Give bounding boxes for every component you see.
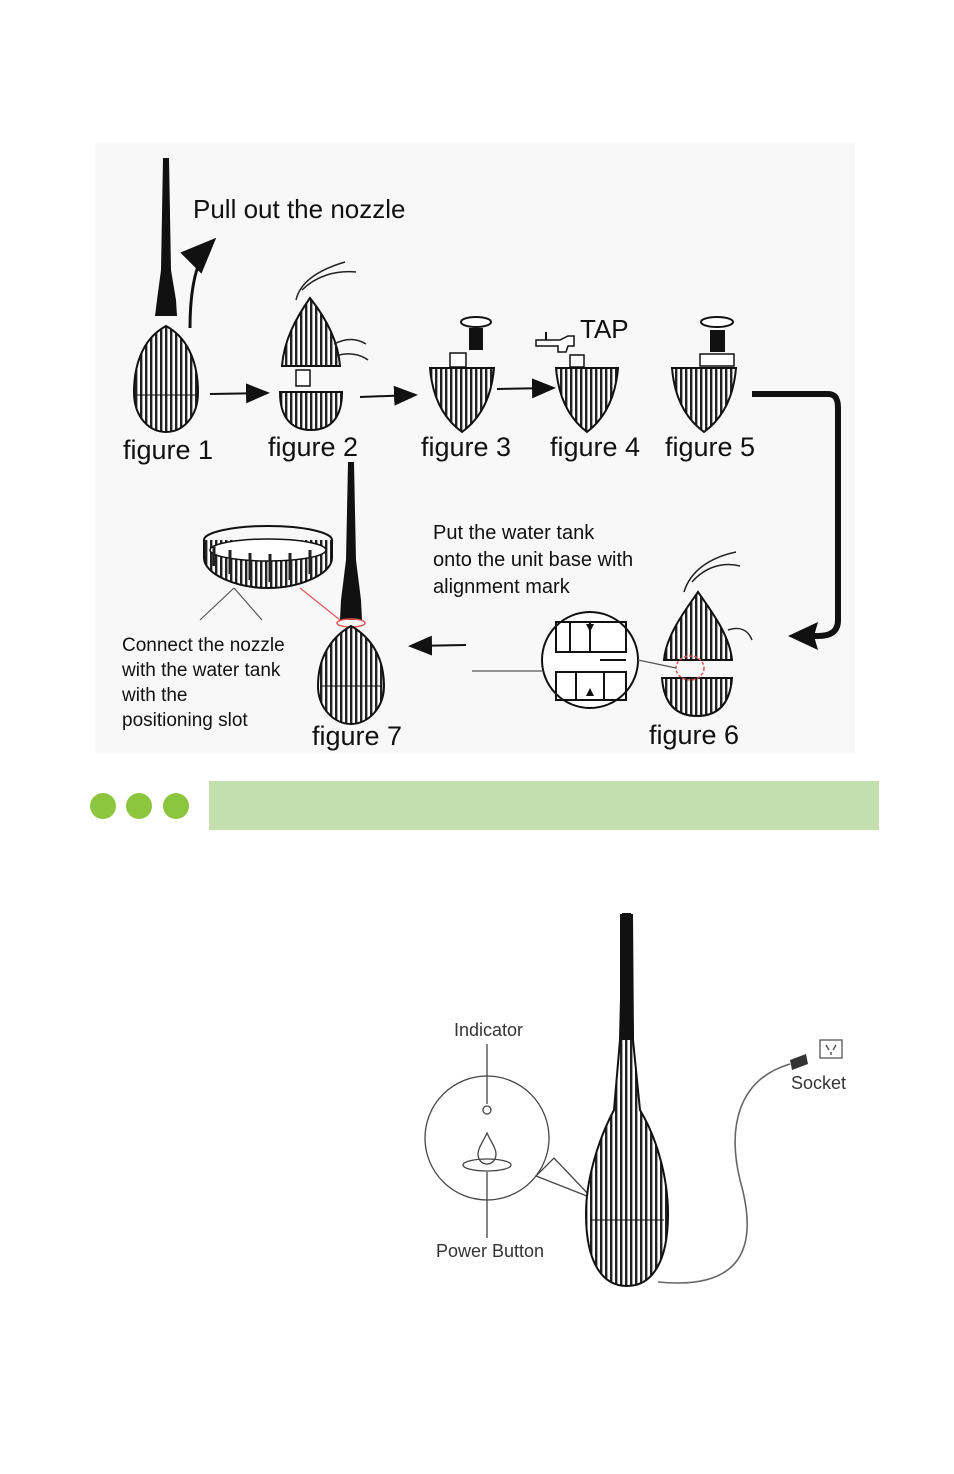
connect-line: with the water tank <box>122 658 285 683</box>
section-dot <box>90 793 116 819</box>
connect-nozzle-instruction: Connect the nozzle with the water tank w… <box>122 633 285 733</box>
socket-label: Socket <box>791 1074 846 1092</box>
figure-2-art <box>280 262 368 430</box>
figure-5-art <box>672 317 736 432</box>
section-dot <box>163 793 189 819</box>
figure-3-art <box>430 317 494 432</box>
power-button-label: Power Button <box>436 1242 544 1260</box>
connect-line: with the <box>122 683 285 708</box>
put-tank-line: Put the water tank <box>433 520 633 547</box>
figure-4-art <box>536 332 618 432</box>
figure-5-label: figure 5 <box>665 434 755 461</box>
pull-nozzle-label: Pull out the nozzle <box>193 196 405 222</box>
tap-label: TAP <box>580 316 629 342</box>
figure-6-label: figure 6 <box>649 722 739 749</box>
section-dot <box>126 793 152 819</box>
figure-1-label: figure 1 <box>123 437 213 464</box>
figure-3-label: figure 3 <box>421 434 511 461</box>
operation-art <box>425 914 842 1286</box>
put-tank-instruction: Put the water tank onto the unit base wi… <box>433 520 633 601</box>
connect-line: Connect the nozzle <box>122 633 285 658</box>
put-tank-line: alignment mark <box>433 574 633 601</box>
put-tank-line: onto the unit base with <box>433 547 633 574</box>
figure-4-label: figure 4 <box>550 434 640 461</box>
indicator-label: Indicator <box>454 1021 523 1039</box>
figure-7-label: figure 7 <box>312 723 402 750</box>
figure-2-label: figure 2 <box>268 434 358 461</box>
section-header-bar <box>209 781 879 830</box>
connect-line: positioning slot <box>122 708 285 733</box>
